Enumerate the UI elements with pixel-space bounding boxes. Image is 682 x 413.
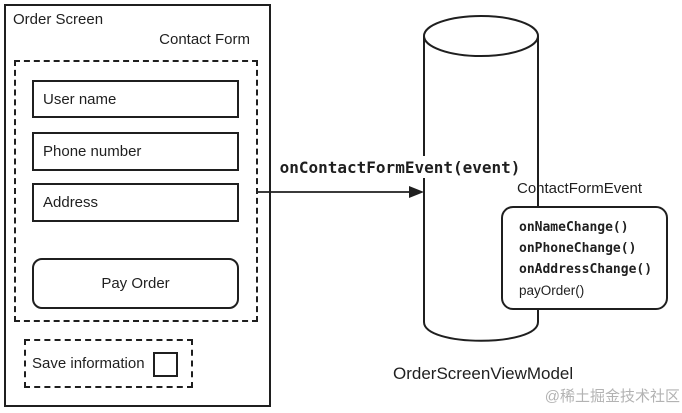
address-field-label: Address bbox=[43, 194, 99, 211]
method-on-address-change: onAddressChange() bbox=[519, 262, 653, 277]
method-on-phone-change: onPhoneChange() bbox=[519, 241, 637, 256]
save-information-label: Save information bbox=[32, 355, 145, 372]
phone-number-field: Phone number bbox=[32, 132, 239, 171]
order-screen-box: Order Screen Contact Form User name Phon… bbox=[4, 4, 271, 407]
watermark-text: @稀土掘金技术社区 bbox=[544, 388, 680, 405]
save-information-box: Save information bbox=[24, 339, 193, 388]
contact-form-title: Contact Form bbox=[159, 31, 250, 48]
contact-form-event-box: onNameChange() onPhoneChange() onAddress… bbox=[501, 206, 668, 310]
pay-order-button: Pay Order bbox=[32, 258, 239, 309]
contact-form-event-title: ContactFormEvent bbox=[517, 180, 643, 197]
address-field: Address bbox=[32, 183, 239, 222]
event-arrow bbox=[257, 186, 424, 198]
method-pay-order: payOrder() bbox=[519, 283, 585, 298]
phone-number-field-label: Phone number bbox=[43, 143, 142, 160]
save-information-checkbox bbox=[153, 352, 178, 377]
pay-order-button-label: Pay Order bbox=[101, 275, 170, 292]
method-on-name-change: onNameChange() bbox=[519, 220, 629, 235]
view-model-label: OrderScreenViewModel bbox=[393, 364, 574, 383]
event-arrow-label: onContactFormEvent(event) bbox=[279, 156, 521, 178]
user-name-field-label: User name bbox=[43, 90, 117, 108]
user-name-field: User name bbox=[32, 80, 239, 118]
order-screen-title: Order Screen bbox=[13, 11, 104, 28]
contact-form-box: User name Phone number Address Pay Order bbox=[14, 60, 258, 322]
